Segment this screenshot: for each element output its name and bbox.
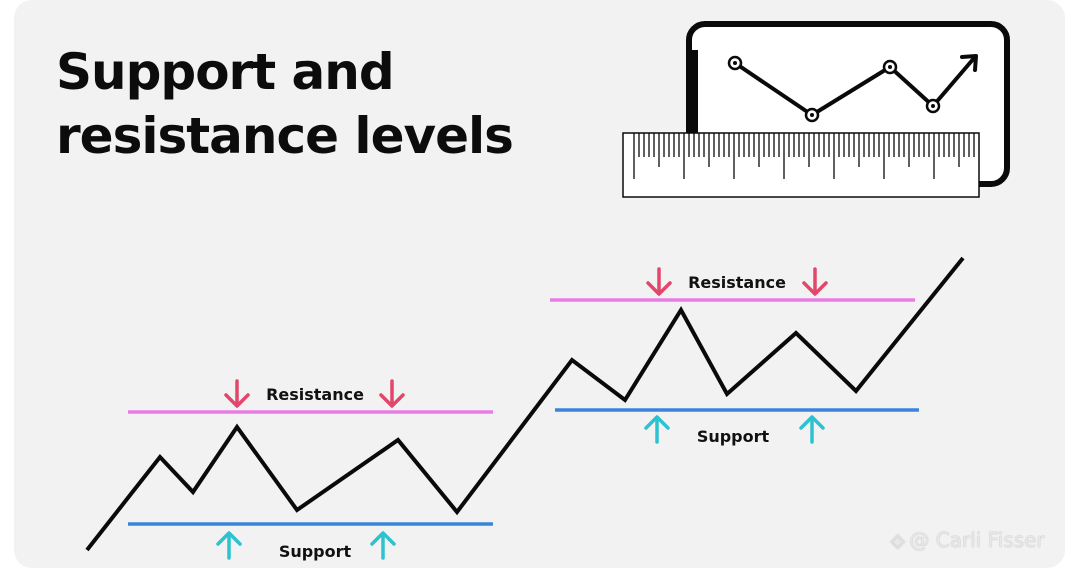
watermark-text: @ Carli Fisser	[909, 528, 1045, 552]
support-label-right: Support	[697, 427, 770, 446]
page-title: Support and resistance levels	[56, 40, 514, 168]
arrow-up-icon	[799, 415, 825, 444]
diamond-logo-icon: ◈	[890, 528, 906, 552]
arrow-down-icon	[379, 379, 405, 408]
price-line	[85, 256, 965, 552]
arrow-down-icon	[802, 267, 828, 296]
arrow-down-icon	[646, 267, 672, 296]
ruler-icon	[622, 132, 980, 198]
arrow-up-icon	[370, 531, 396, 560]
arrow-down-icon	[224, 379, 250, 408]
title-line-2: resistance levels	[56, 107, 514, 165]
watermark: ◈@ Carli Fisser	[890, 528, 1045, 552]
title-line-1: Support and	[56, 43, 395, 101]
arrow-up-icon	[216, 531, 242, 560]
resistance-label-left: Resistance	[266, 385, 364, 404]
support-label-left: Support	[279, 542, 352, 561]
arrow-up-icon	[644, 415, 670, 444]
resistance-label-right: Resistance	[688, 273, 786, 292]
